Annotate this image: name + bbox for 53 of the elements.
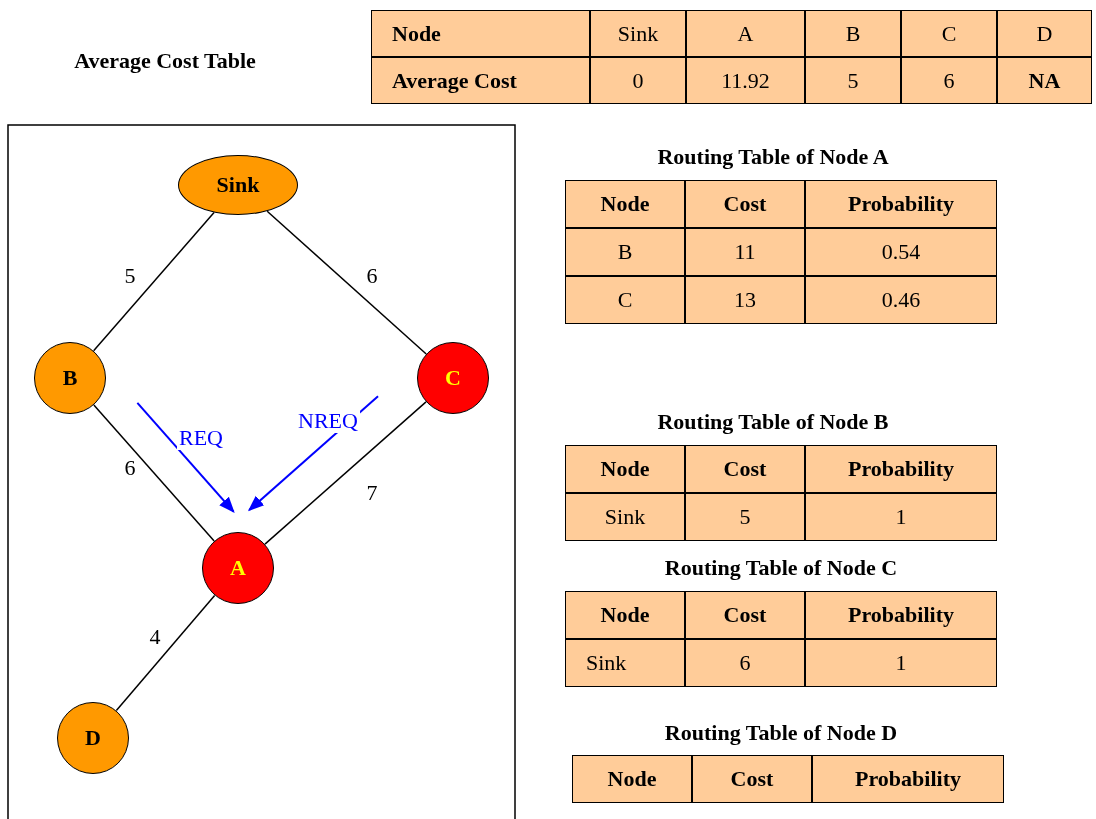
circle-node: B <box>34 342 106 414</box>
table-cell: 0 <box>590 57 686 104</box>
table-header-cell: Probability <box>812 755 1004 803</box>
table-header-cell: Cost <box>685 180 805 228</box>
table-header-cell: Cost <box>685 591 805 639</box>
connector-line <box>115 594 216 712</box>
table-cell: 11.92 <box>686 57 805 104</box>
arrow <box>136 401 235 513</box>
table-header-cell: A <box>686 10 805 57</box>
table-header-cell: D <box>997 10 1092 57</box>
table-cell: 6 <box>685 639 805 687</box>
table-cell: Sink <box>565 639 685 687</box>
table-cell: C <box>565 276 685 324</box>
table-header-cell: C <box>901 10 997 57</box>
table-title: Routing Table of Node C <box>664 557 898 579</box>
table-header-cell: Sink <box>590 10 686 57</box>
table-cell: 0.46 <box>805 276 997 324</box>
table-cell: 11 <box>685 228 805 276</box>
table-header-cell: Cost <box>692 755 812 803</box>
table-cell: 6 <box>901 57 997 104</box>
circle-node: A <box>202 532 274 604</box>
ellipse-node: Sink <box>178 155 298 215</box>
table-title: Routing Table of Node D <box>664 722 898 744</box>
table-header-cell: Node <box>371 10 590 57</box>
table-header-cell: Cost <box>685 445 805 493</box>
table-header-cell: Node <box>565 445 685 493</box>
edge-label: NREQ <box>296 409 360 433</box>
connector-line <box>93 404 215 542</box>
table-header-cell: Probability <box>805 591 997 639</box>
table-title: Routing Table of Node A <box>657 146 889 168</box>
table-cell: Sink <box>565 493 685 541</box>
circle-node: D <box>57 702 129 774</box>
table-header-cell: Node <box>572 755 692 803</box>
connector-line <box>92 211 215 352</box>
table-header-cell: Probability <box>805 180 997 228</box>
table-title: Average Cost Table <box>74 50 256 72</box>
table-header-cell: Probability <box>805 445 997 493</box>
table-cell: B <box>565 228 685 276</box>
table-title: Routing Table of Node B <box>657 411 889 433</box>
table-cell: NA <box>997 57 1092 104</box>
table-header-cell: Node <box>565 591 685 639</box>
table-cell: 1 <box>805 493 997 541</box>
table-cell: 13 <box>685 276 805 324</box>
table-header-cell: Node <box>565 180 685 228</box>
circle-node: C <box>417 342 489 414</box>
table-cell: 5 <box>685 493 805 541</box>
table-cell: Average Cost <box>371 57 590 104</box>
table-cell: 0.54 <box>805 228 997 276</box>
table-header-cell: B <box>805 10 901 57</box>
table-cell: 1 <box>805 639 997 687</box>
connector-line <box>266 210 427 355</box>
table-cell: 5 <box>805 57 901 104</box>
connector-line <box>264 401 427 545</box>
